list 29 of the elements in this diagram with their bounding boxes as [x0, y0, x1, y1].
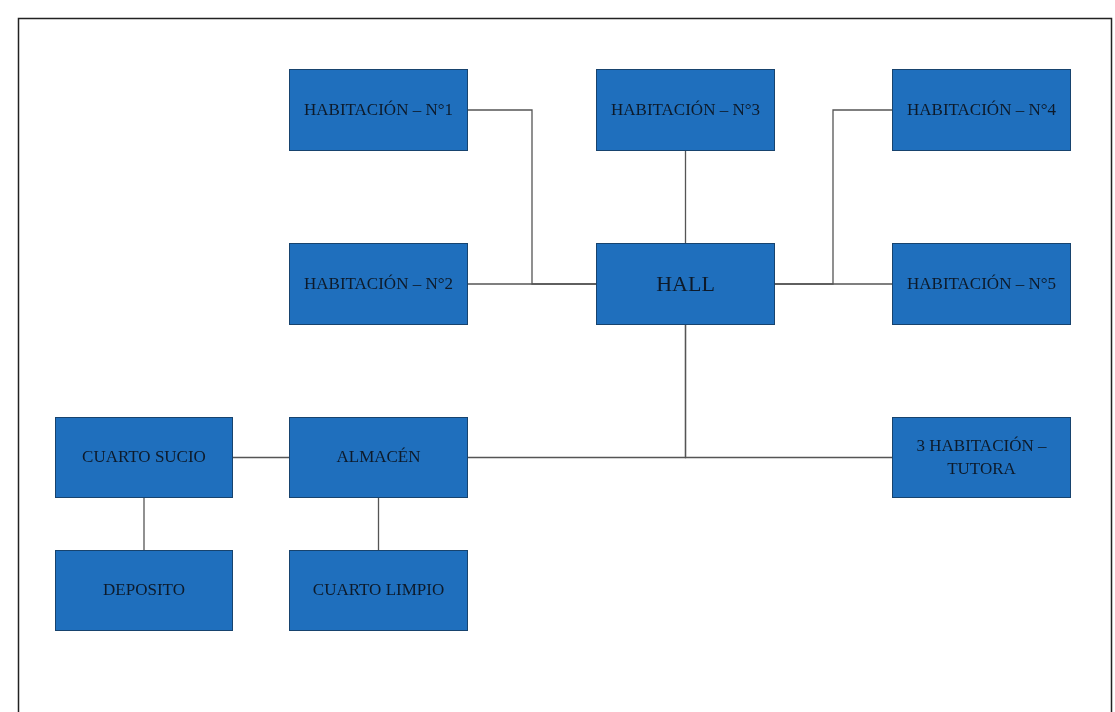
connector-line: [774, 283, 893, 285]
room-label: CUARTO SUCIO: [81, 446, 207, 469]
room-box: [892, 243, 1071, 325]
room-label: DEPOSITO: [102, 579, 186, 602]
room-box: [289, 550, 468, 631]
room-label: CUARTO LIMPIO: [311, 579, 446, 602]
room-label: HABITACIÓN – N°3: [610, 98, 761, 121]
connector-line: [377, 497, 380, 551]
connector-line: [684, 324, 893, 459]
connector-line: [232, 456, 290, 459]
connector-line: [143, 497, 145, 551]
room-box: [892, 417, 1071, 498]
connector-line: [684, 150, 687, 244]
room-label: HABITACIÓN – N°2: [303, 272, 454, 295]
room-box: [55, 550, 233, 631]
room-box: [289, 69, 468, 151]
room-box: [289, 243, 468, 325]
room-box: [892, 69, 1071, 151]
room-box: [55, 417, 233, 498]
room-label: HABITACIÓN – N°1: [303, 98, 454, 121]
room-label: HABITACIÓN – N°4: [906, 98, 1057, 121]
room-box: [596, 69, 775, 151]
room-label: ALMACÉN: [335, 446, 422, 469]
room-label: HABITACIÓN – N°5: [906, 272, 1057, 295]
room-label: HALL: [655, 270, 716, 299]
connector-line: [467, 283, 597, 285]
room-box: [289, 417, 468, 498]
room-box: [596, 243, 775, 325]
room-label: 3 HABITACIÓN – TUTORA: [915, 434, 1048, 480]
